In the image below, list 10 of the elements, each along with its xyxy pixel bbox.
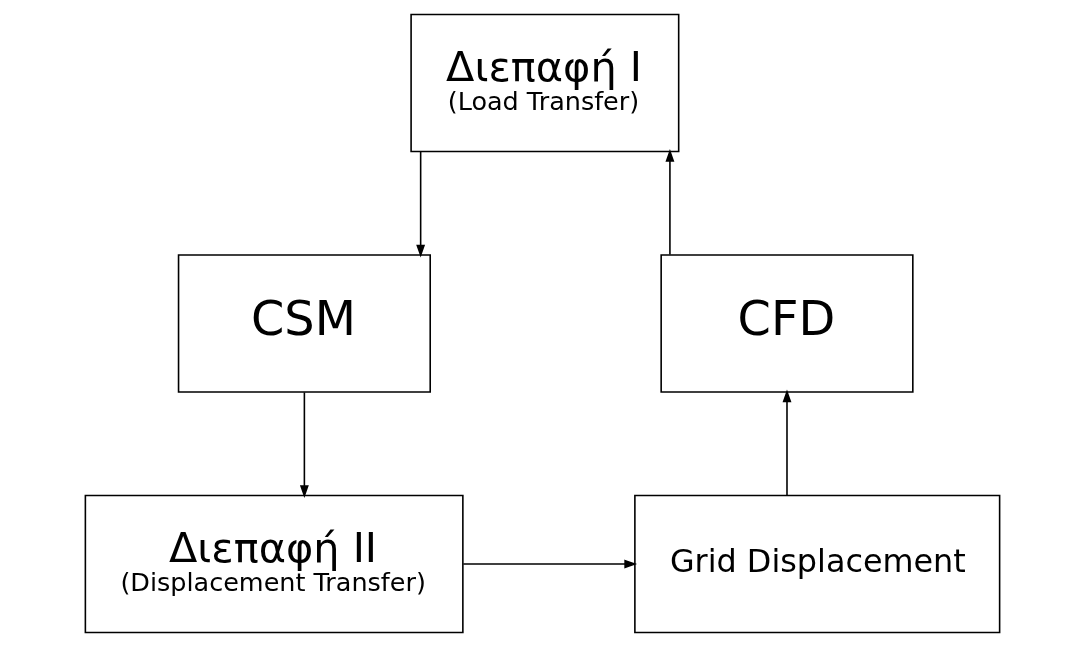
arrow — [782, 389, 791, 496]
node-box: Grid Displacement — [633, 494, 1000, 634]
node-box: Διεπαφή II (Displacement Transfer) — [84, 494, 464, 634]
node-box: CSM — [177, 254, 431, 393]
node-box: CFD — [659, 254, 914, 393]
arrow — [415, 151, 425, 258]
arrow — [462, 559, 637, 569]
arrow — [664, 149, 674, 256]
node-box: Διεπαφή I (Load Transfer) — [409, 13, 679, 153]
arrow — [299, 391, 309, 498]
